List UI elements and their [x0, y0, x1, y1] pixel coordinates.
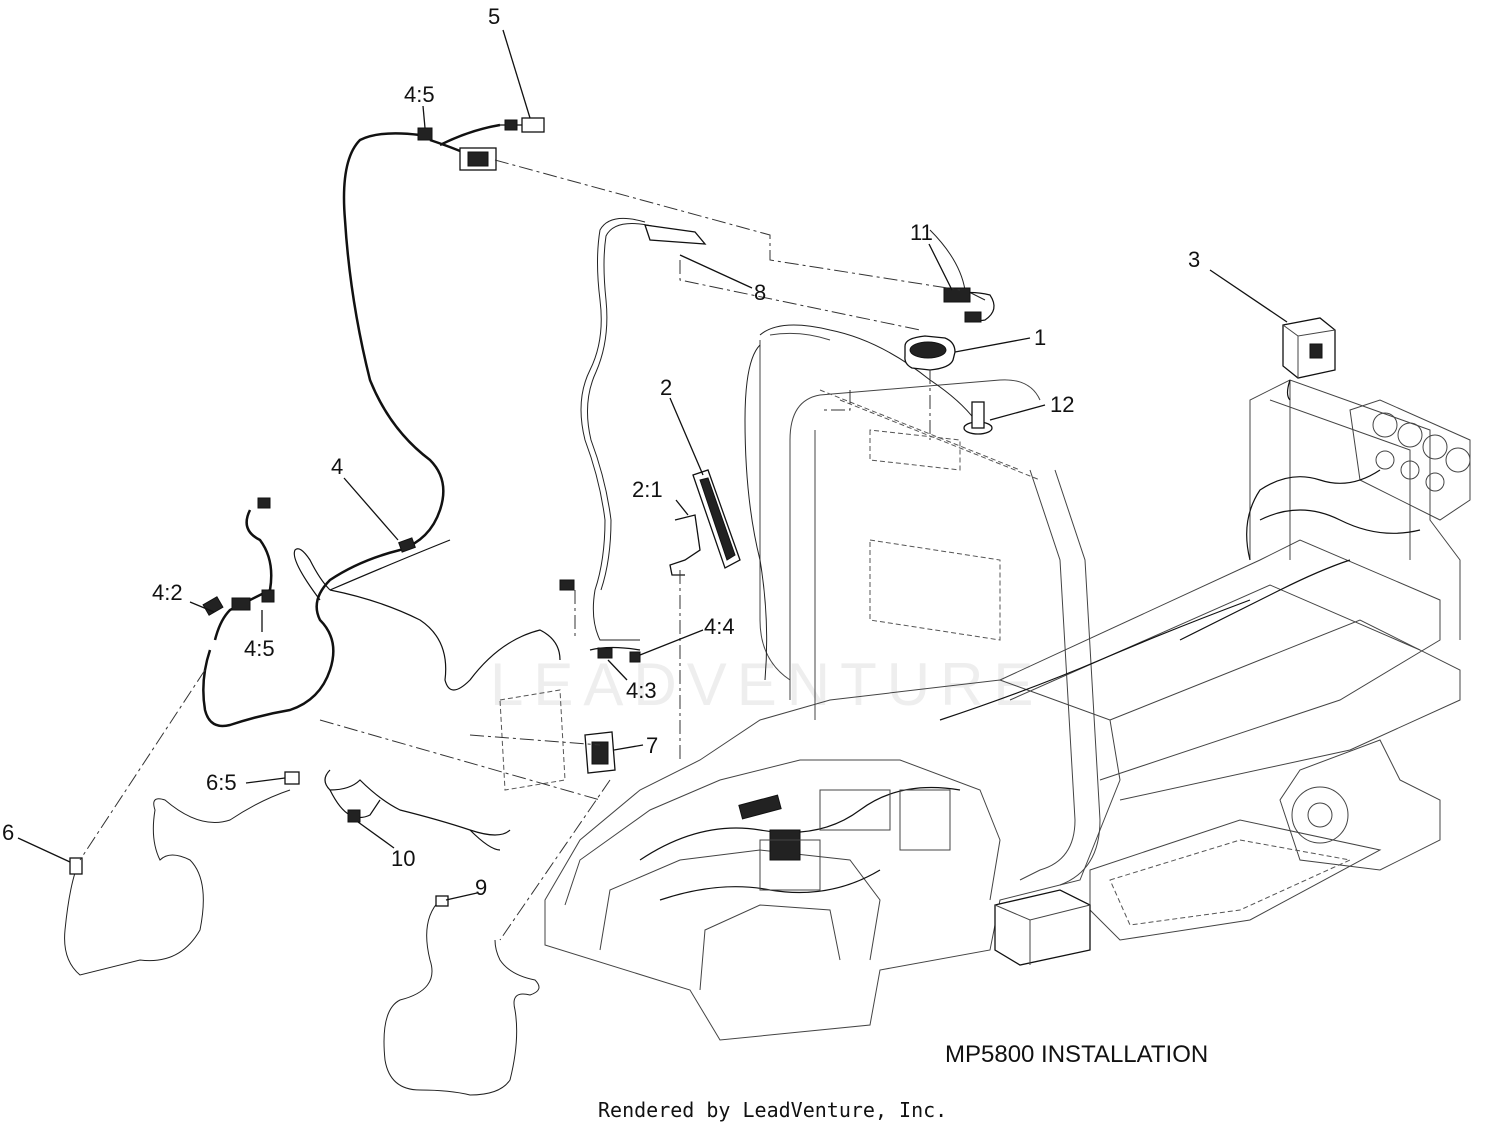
- part-11-connector: [943, 287, 995, 323]
- part-7-module: [584, 731, 616, 774]
- harness-10: [324, 769, 511, 851]
- part-2-display: [669, 469, 741, 576]
- callout-4: 4: [331, 454, 343, 479]
- callout-4-5-low: 4:5: [244, 636, 275, 661]
- diagram-title: MP5800 INSTALLATION: [945, 1041, 1208, 1068]
- callout-6-5: 6:5: [206, 770, 237, 795]
- part-3-module: [1282, 317, 1336, 401]
- callout-6: 6: [2, 820, 14, 845]
- callout-1: 1: [1034, 325, 1046, 350]
- harness-9: [383, 895, 540, 1096]
- callout-2-1: 2:1: [632, 477, 663, 502]
- callout-4-3: 4:3: [626, 678, 657, 703]
- part-12-grommet: [963, 401, 993, 435]
- callout-2: 2: [660, 375, 672, 400]
- assembly-lines: [79, 159, 961, 941]
- part-5-connector: [499, 117, 545, 133]
- callout-labels: 5 4:5 11 8 3 1 12 2 2:1 4 4:2 4:5 4:4 4:…: [2, 4, 1200, 900]
- watermark-text: LEADVENTURE: [490, 651, 1043, 718]
- callout-4-2: 4:2: [152, 580, 183, 605]
- part-1-gps-receiver: [904, 335, 956, 371]
- leader-lines: [17, 29, 1288, 901]
- callout-4-4: 4:4: [704, 614, 735, 639]
- connectors-4-3-4-4: [559, 579, 641, 663]
- harness-4: [202, 123, 561, 728]
- vehicle-frame: [499, 332, 1471, 1041]
- harness-6: [64, 771, 300, 976]
- callout-7: 7: [646, 733, 658, 758]
- callout-4-5-top: 4:5: [404, 82, 435, 107]
- callout-5: 5: [488, 4, 500, 29]
- callout-10: 10: [391, 846, 415, 871]
- callout-11: 11: [910, 220, 933, 245]
- callout-8: 8: [754, 280, 766, 305]
- callout-9: 9: [475, 875, 487, 900]
- footer-credit: Rendered by LeadVenture, Inc.: [598, 1098, 947, 1122]
- antenna-cable-8: [580, 217, 707, 641]
- callout-3: 3: [1188, 247, 1200, 272]
- callout-12: 12: [1050, 392, 1074, 417]
